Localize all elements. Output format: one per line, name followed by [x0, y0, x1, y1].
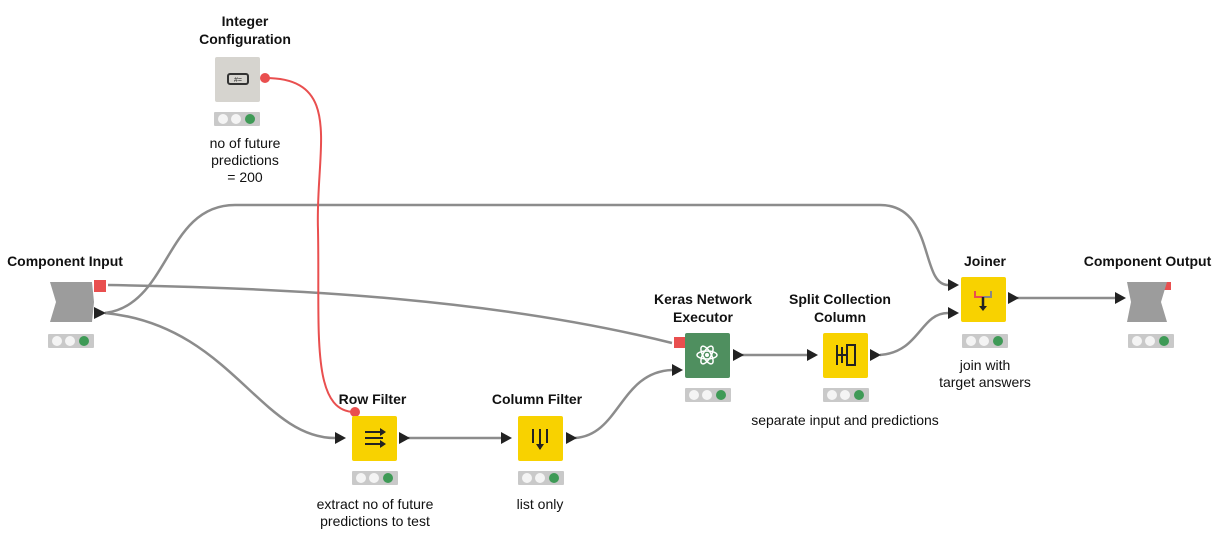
row-filter-node[interactable] — [352, 416, 397, 461]
node-annotation-row-filter: extract no of future predictions to test — [316, 496, 434, 529]
connection-split-to-joiner[interactable] — [879, 311, 949, 357]
component-input-node[interactable] — [50, 278, 110, 326]
node-status-indicator — [1128, 334, 1174, 348]
node-status-indicator — [518, 471, 564, 485]
node-annotation-column-filter: list only — [516, 496, 564, 512]
node-annotation-split-collection-column: separate input and predictions — [751, 412, 939, 428]
port-arrow — [948, 307, 959, 319]
node-annotation-joiner: join with target answers — [939, 357, 1031, 390]
input-port-red[interactable] — [94, 280, 106, 292]
flow-variable-port[interactable] — [350, 407, 360, 417]
integer-configuration-node[interactable]: #= — [215, 57, 260, 102]
config-icon: #= — [227, 73, 249, 85]
port-arrow — [948, 279, 959, 291]
port-arrow — [399, 432, 410, 444]
column-filter-icon — [532, 429, 548, 450]
flow-variable-connection[interactable] — [264, 77, 356, 413]
node-title-split-collection-column: Split Collection Column — [789, 291, 891, 325]
port-arrow — [870, 349, 881, 361]
node-title-component-input: Component Input — [7, 253, 123, 269]
node-status-indicator — [685, 388, 731, 402]
joiner-icon — [974, 291, 992, 311]
port-arrow — [1115, 292, 1126, 304]
connection-input-to-keras[interactable] — [107, 283, 673, 345]
connection-columnfilter-to-keras[interactable] — [574, 368, 673, 440]
connection-input-to-joiner[interactable] — [104, 203, 949, 315]
node-title-joiner: Joiner — [963, 253, 1006, 269]
port-arrow — [807, 349, 818, 361]
port-arrow — [733, 349, 744, 361]
node-title-keras-network-executor: Keras Network Executor — [653, 291, 753, 325]
port-arrow — [501, 432, 512, 444]
port-arrow — [1008, 292, 1019, 304]
node-status-indicator — [214, 112, 260, 126]
joiner-node[interactable] — [961, 277, 1006, 322]
connection-input-to-rowfilter[interactable] — [104, 311, 336, 440]
node-title-integer-configuration: Integer Configuration — [199, 13, 291, 47]
node-status-indicator — [352, 471, 398, 485]
column-filter-node[interactable] — [518, 416, 563, 461]
keras-network-executor-node[interactable] — [685, 333, 730, 378]
component-output-node[interactable] — [1127, 278, 1177, 326]
node-status-indicator — [48, 334, 94, 348]
svg-text:#=: #= — [234, 77, 242, 84]
keras-network-icon — [696, 345, 718, 365]
row-filter-icon — [365, 428, 386, 448]
output-port-red[interactable] — [1163, 282, 1171, 290]
port-arrow — [672, 364, 683, 376]
node-status-indicator — [823, 388, 869, 402]
port-arrow — [566, 432, 577, 444]
node-annotation-integer-configuration: no of future predictions = 200 — [209, 135, 281, 185]
input-port-red[interactable] — [674, 337, 685, 348]
node-title-component-output: Component Output — [1083, 253, 1212, 269]
node-title-column-filter: Column Filter — [491, 391, 583, 407]
port-arrow — [335, 432, 346, 444]
node-status-indicator — [962, 334, 1008, 348]
port-arrow — [94, 307, 106, 319]
split-collection-column-node[interactable] — [823, 333, 868, 378]
split-collection-icon — [836, 344, 856, 366]
flow-variable-port[interactable] — [260, 73, 270, 83]
node-title-row-filter: Row Filter — [338, 391, 407, 407]
